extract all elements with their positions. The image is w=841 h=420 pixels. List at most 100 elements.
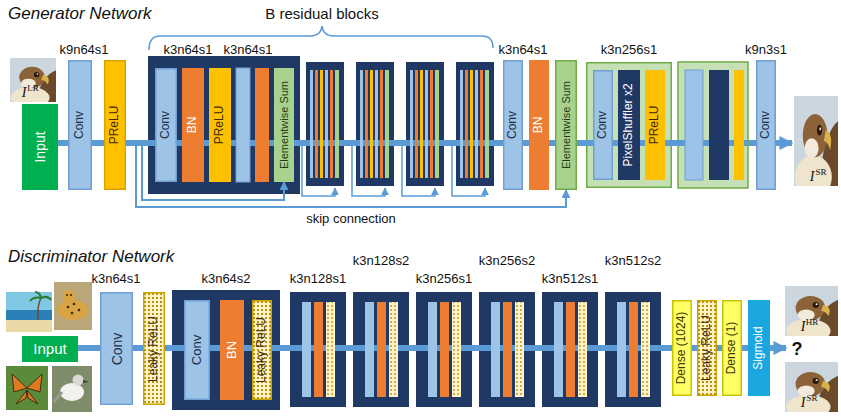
conv-layer: Conv	[503, 60, 523, 190]
output-picture	[794, 96, 838, 199]
residual-block: Conv BN PReLU Elementwise Sum	[148, 56, 300, 194]
conv-layer: Conv	[756, 60, 776, 190]
conv-layer: Conv	[68, 60, 92, 190]
batchnorm-layer: BN	[220, 300, 244, 400]
layer-label: Input	[32, 131, 48, 162]
flow-line	[586, 140, 593, 146]
layer-label: BN	[532, 117, 546, 134]
conv-layer: Conv	[155, 68, 177, 182]
brace-label: B residual blocks	[265, 5, 378, 22]
image-symbol: I	[801, 319, 806, 335]
residual-block-small	[356, 62, 394, 186]
image-symbol: I	[810, 169, 815, 185]
residual-block-small	[406, 62, 444, 186]
kernel-spec: k3n64s1	[498, 43, 547, 58]
data-flow	[640, 140, 645, 146]
kernel-spec: k3n256s1	[601, 43, 657, 58]
kernel-spec: k3n256s1	[416, 272, 472, 287]
connector-label: skip connection	[303, 212, 399, 227]
prelu-layer: PReLU	[645, 70, 665, 180]
block-skip-line	[352, 146, 385, 196]
flow-line	[294, 140, 300, 146]
layer-label: Conv	[190, 335, 205, 365]
layer-label: Dense (1024)	[675, 312, 689, 385]
data-flow	[177, 140, 182, 146]
flow-line	[148, 140, 155, 146]
conv-block: Conv BN Leaky ReLU	[172, 290, 280, 410]
layer-label: Elementwise Sum	[278, 81, 291, 169]
generated-picture	[785, 362, 838, 419]
data-flow	[692, 345, 697, 351]
layer-label: Leaky ReLU	[255, 317, 269, 383]
dense-layer: Dense (1)	[722, 300, 742, 396]
upsample-block: Conv PixelShuffler x2 PReLU	[586, 62, 672, 188]
image-symbol: I	[801, 395, 806, 411]
kernel-spec: k9n3s1	[745, 43, 787, 58]
layer-label: Elementwise Sum	[560, 81, 573, 169]
residual-block-small	[306, 62, 344, 186]
conv-block-small	[479, 292, 535, 407]
real-picture	[785, 286, 838, 343]
leaky-relu-layer: Leaky ReLU	[143, 292, 165, 405]
leaky-relu-layer: Leaky ReLU	[697, 300, 717, 396]
upsample-block-second	[678, 62, 748, 188]
flow-line	[172, 345, 184, 351]
layer-label: Conv	[596, 111, 610, 139]
data-flow	[92, 140, 104, 146]
prelu-layer: PReLU	[209, 68, 231, 182]
data-flow	[210, 345, 220, 351]
batchnorm-layer: BN	[529, 60, 549, 190]
layer-label: Leaky ReLU	[700, 315, 714, 381]
skip-connection	[126, 143, 566, 207]
image-superscript: HR	[806, 317, 819, 327]
pixel-shuffler: PixelShuffler x2	[618, 70, 640, 180]
image-superscript: LR	[27, 83, 39, 93]
layer-label: PReLU	[213, 106, 227, 145]
prelu-layer: PReLU	[104, 60, 126, 190]
input-box: Input	[22, 336, 78, 362]
image-superscript: SR	[815, 167, 826, 177]
kernel-spec: k3n128s2	[353, 254, 409, 269]
layer-label: PReLU	[108, 106, 122, 145]
brace	[149, 26, 493, 50]
layer-label: Conv	[159, 111, 173, 139]
block-skip-line	[302, 146, 335, 196]
flow-line	[665, 140, 672, 146]
conv-layer: Conv	[184, 300, 210, 400]
data-flow	[58, 140, 68, 146]
input-box: Input	[22, 104, 58, 190]
data-flow	[549, 140, 555, 146]
block-skip-line	[402, 146, 435, 196]
layer-label: Conv	[759, 111, 773, 139]
layer-label: Conv	[108, 332, 124, 365]
section-title: Generator Network	[8, 4, 152, 24]
kernel-spec: k3n128s1	[290, 272, 346, 287]
residual-block-small	[456, 62, 494, 186]
kernel-spec: k3n256s2	[479, 254, 535, 269]
conv-layer	[236, 68, 250, 182]
layer-label: Conv	[73, 111, 87, 139]
layer-label: Sigmoid	[752, 326, 766, 369]
input-picture	[10, 58, 56, 108]
flow-line	[272, 345, 280, 351]
data-flow	[717, 345, 722, 351]
image-superscript: SR	[806, 393, 817, 403]
layer-label: PixelShuffler x2	[622, 83, 636, 166]
data-flow	[577, 140, 586, 146]
dense-layer: Dense (1024)	[672, 300, 692, 396]
layer-label: PReLU	[648, 106, 662, 145]
kernel-spec: k9n64s1	[59, 43, 108, 58]
layer-label: Leaky ReLU	[147, 315, 161, 381]
leaky-relu-layer: Leaky ReLU	[252, 300, 272, 400]
conv-block-small	[416, 292, 472, 407]
data-flow	[78, 345, 100, 351]
conv-block-small	[542, 292, 598, 407]
input-collage	[6, 282, 92, 412]
kernel-spec: k3n64s2	[201, 272, 250, 287]
layer-label: BN	[225, 341, 240, 359]
layer-label: BN	[186, 117, 200, 134]
output-arrow	[770, 345, 786, 351]
batchnorm-layer	[255, 68, 269, 182]
kernel-spec: k3n64s1	[163, 43, 212, 58]
